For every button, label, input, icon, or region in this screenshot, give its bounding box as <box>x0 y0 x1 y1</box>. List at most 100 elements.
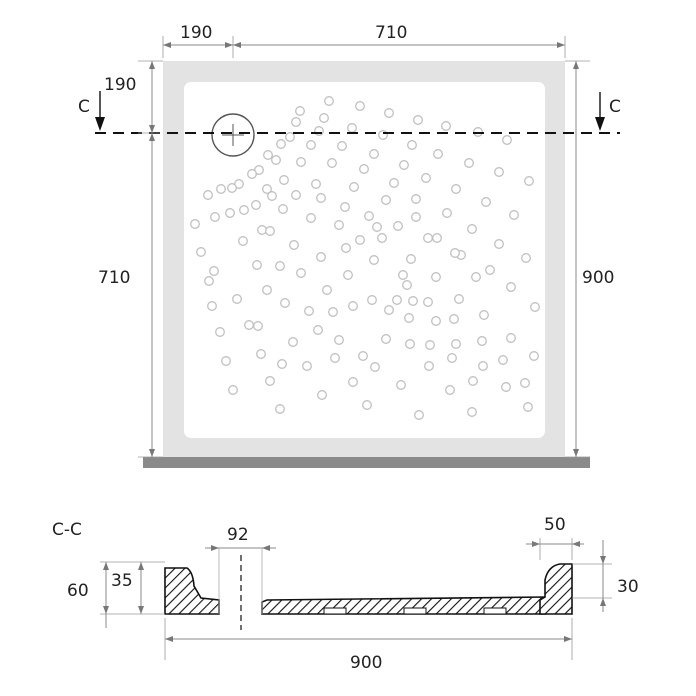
stud <box>324 96 334 106</box>
stud <box>267 191 277 201</box>
stud <box>406 254 416 264</box>
stud <box>389 178 399 188</box>
stud <box>524 176 534 186</box>
stud <box>530 302 540 312</box>
stud <box>209 266 219 276</box>
stud <box>494 167 504 177</box>
stud <box>296 268 306 278</box>
stud <box>275 404 285 414</box>
stud <box>256 349 266 359</box>
drain-hole <box>211 113 255 157</box>
stud <box>285 132 295 142</box>
stud <box>334 220 344 230</box>
stud <box>244 320 254 330</box>
stud <box>520 378 530 388</box>
stud <box>358 351 368 361</box>
stud <box>295 106 305 116</box>
stud <box>413 115 423 125</box>
stud <box>262 285 272 295</box>
stud <box>367 295 377 305</box>
stud <box>322 285 332 295</box>
stud <box>364 211 374 221</box>
stud <box>384 305 394 315</box>
stud <box>311 179 321 189</box>
stud <box>521 253 531 263</box>
stud <box>393 221 403 231</box>
stud <box>451 184 461 194</box>
stud <box>289 240 299 250</box>
stud <box>279 175 289 185</box>
stud <box>316 193 326 203</box>
stud <box>227 183 237 193</box>
dim-left-top: 190 <box>104 75 136 95</box>
stud <box>451 339 461 349</box>
stud <box>355 235 365 245</box>
dim-drain: 92 <box>227 525 249 545</box>
stud <box>341 243 351 253</box>
stud <box>291 117 301 127</box>
stud <box>479 310 489 320</box>
stud <box>355 101 365 111</box>
section-title: C-C <box>52 520 82 540</box>
dim-total-width: 900 <box>350 653 382 673</box>
tray-inner-basin <box>184 82 545 438</box>
section-arrow-left <box>95 91 105 131</box>
stud <box>471 272 481 282</box>
stud <box>424 361 434 371</box>
stud <box>304 306 314 316</box>
stud <box>330 353 340 363</box>
stud <box>377 233 387 243</box>
section-arrow-right <box>595 92 605 131</box>
stud <box>421 173 431 183</box>
stud <box>328 307 338 317</box>
stud <box>317 390 327 400</box>
stud <box>190 219 200 229</box>
stud <box>370 362 380 372</box>
stud <box>408 296 418 306</box>
stud <box>411 212 421 222</box>
stud <box>296 157 306 167</box>
stud <box>225 208 235 218</box>
stud <box>454 294 464 304</box>
stud <box>348 301 358 311</box>
stud <box>302 361 312 371</box>
stud <box>398 270 408 280</box>
stud <box>481 197 491 207</box>
section-marker-left: C <box>78 97 90 117</box>
dim-top-right: 710 <box>375 23 407 43</box>
stud <box>381 334 391 344</box>
section-view: C-C 92 50 30 <box>52 515 639 673</box>
stud <box>262 184 272 194</box>
stud <box>478 361 488 371</box>
stud <box>506 282 516 292</box>
stud <box>288 337 298 347</box>
stud <box>411 194 421 204</box>
plan-view: C C 190 710 190 710 900 <box>78 23 621 468</box>
stud <box>405 339 415 349</box>
stud <box>343 270 353 280</box>
stud <box>275 261 285 271</box>
stud <box>372 222 382 232</box>
stud <box>369 149 379 159</box>
stud <box>477 336 487 346</box>
stud <box>467 407 477 417</box>
stud <box>502 135 512 145</box>
stud <box>501 382 511 392</box>
stud <box>468 376 478 386</box>
stud <box>433 149 443 159</box>
stud <box>204 276 214 286</box>
stud <box>529 351 539 361</box>
stud <box>228 385 238 395</box>
stud <box>221 356 231 366</box>
stud <box>347 123 357 133</box>
stud <box>252 260 262 270</box>
stud <box>313 325 323 335</box>
stud <box>280 298 290 308</box>
stud <box>251 200 261 210</box>
stud <box>278 204 288 214</box>
stud <box>276 139 286 149</box>
stud <box>485 265 495 275</box>
stud <box>334 335 344 345</box>
stud <box>210 212 220 222</box>
